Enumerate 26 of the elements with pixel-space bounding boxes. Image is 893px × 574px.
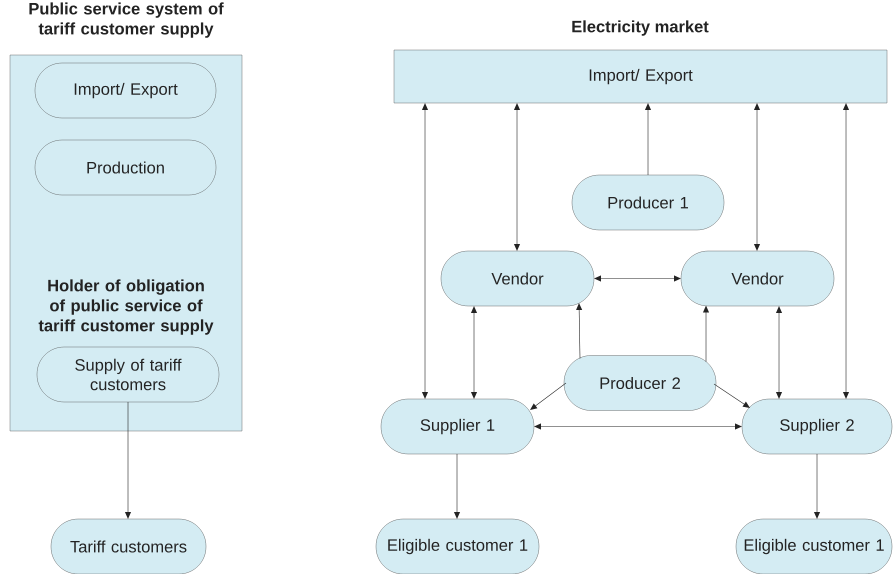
arrow [594, 275, 681, 282]
market-box: Import/ Export [394, 50, 888, 104]
rounded-box: Supply of tariff customers [36, 346, 220, 402]
arrow [534, 423, 742, 430]
arrow [842, 103, 850, 399]
arrow [714, 384, 750, 408]
panel-heading: Public service system of tariff customer supply [29, 2, 224, 38]
group-heading: Holder of obligation of public service of tariff customer supply [38, 279, 214, 335]
rounded-box: Eligible customer 1 [736, 518, 892, 574]
arrow [470, 306, 478, 399]
arrow [776, 306, 782, 399]
rounded-box: Tariff customers [50, 518, 206, 574]
rounded-box: Eligible customer 1 [376, 518, 540, 574]
rounded-box: Supplier 1 [380, 398, 534, 454]
arrow [576, 303, 582, 359]
rounded-box: Supplier 2 [742, 398, 892, 454]
arrow [422, 103, 428, 399]
rounded-box: Import/ Export [34, 62, 216, 118]
arrow [754, 103, 760, 251]
arrow [530, 382, 566, 410]
arrow [514, 103, 520, 251]
rounded-box: Producer 1 [572, 174, 724, 230]
rounded-box: Producer 2 [564, 355, 716, 411]
rounded-box: Production [34, 140, 216, 196]
rounded-box: Vendor [680, 250, 834, 306]
rounded-box: Vendor [440, 250, 594, 306]
